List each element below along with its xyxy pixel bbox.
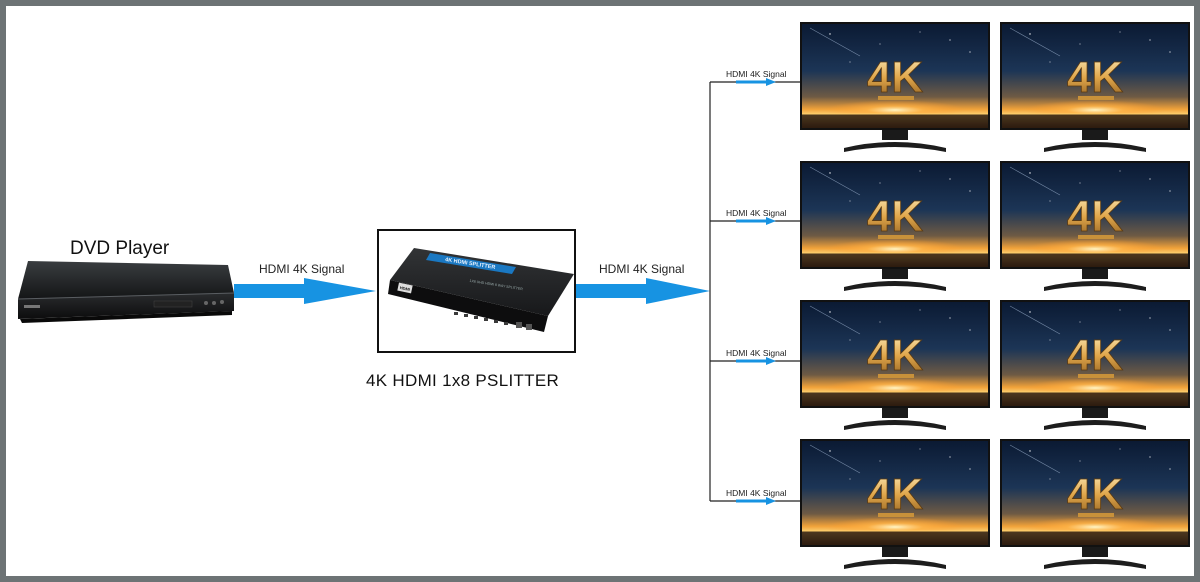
tv-2: 4K <box>1000 22 1190 152</box>
tv-6: 4K <box>1000 300 1190 430</box>
tv-4k-text: 4K <box>1067 53 1123 102</box>
tv-4k-text: 4K <box>1067 192 1123 241</box>
tv-badge-bar <box>1078 513 1114 517</box>
tv-4k-text: 4K <box>867 192 923 241</box>
tv-5: 4K <box>800 300 990 430</box>
tv-4k-text: 4K <box>867 331 923 380</box>
splitter-device: 4K HDMI SPLITTER 1X8 UHD HDMI 8 WAY SPLI… <box>388 248 574 332</box>
tv-badge-bar <box>878 96 914 100</box>
tv-badge-bar <box>1078 235 1114 239</box>
tv-1: 4K <box>800 22 990 152</box>
tv-badge-bar <box>1078 96 1114 100</box>
tv-7: 4K <box>800 439 990 569</box>
dvd-player-label: DVD Player <box>70 238 170 259</box>
tv-4k-text: 4K <box>1067 331 1123 380</box>
tv-3: 4K <box>800 161 990 291</box>
splitter-hdmi-badge: HDMI <box>399 285 410 292</box>
dvd-player-device <box>17 261 235 323</box>
tv-8: 4K <box>1000 439 1190 569</box>
branch-arrow-3 <box>736 357 776 365</box>
splitter-label: 4K HDMI 1x8 PSLITTER <box>366 371 560 390</box>
branch-arrow-1 <box>736 78 776 86</box>
tv-badge-bar <box>878 374 914 378</box>
distribution-lines <box>709 81 802 502</box>
signal-arrow-splitter-to-bus <box>576 278 710 304</box>
branch-arrow-2 <box>736 217 776 225</box>
tv-4k-text: 4K <box>1067 470 1123 519</box>
signal-label-splitter-to-bus: HDMI 4K Signal <box>599 262 685 276</box>
tv-4k-text: 4K <box>867 53 923 102</box>
signal-arrow-dvd-to-splitter <box>234 278 376 304</box>
branch-label-1: HDMI 4K Signal <box>726 69 787 79</box>
branch-arrow-4 <box>736 497 776 505</box>
tv-4: 4K <box>1000 161 1190 291</box>
tv-badge-bar <box>878 513 914 517</box>
hdmi-splitter-diagram: DVD Player HDMI 4K Signal <box>6 6 1194 576</box>
branch-label-3: HDMI 4K Signal <box>726 348 787 358</box>
tv-badge-bar <box>878 235 914 239</box>
branch-label-4: HDMI 4K Signal <box>726 488 787 498</box>
tv-badge-bar <box>1078 374 1114 378</box>
signal-label-dvd-to-splitter: HDMI 4K Signal <box>259 262 345 276</box>
tv-4k-text: 4K <box>867 470 923 519</box>
branch-label-2: HDMI 4K Signal <box>726 208 787 218</box>
